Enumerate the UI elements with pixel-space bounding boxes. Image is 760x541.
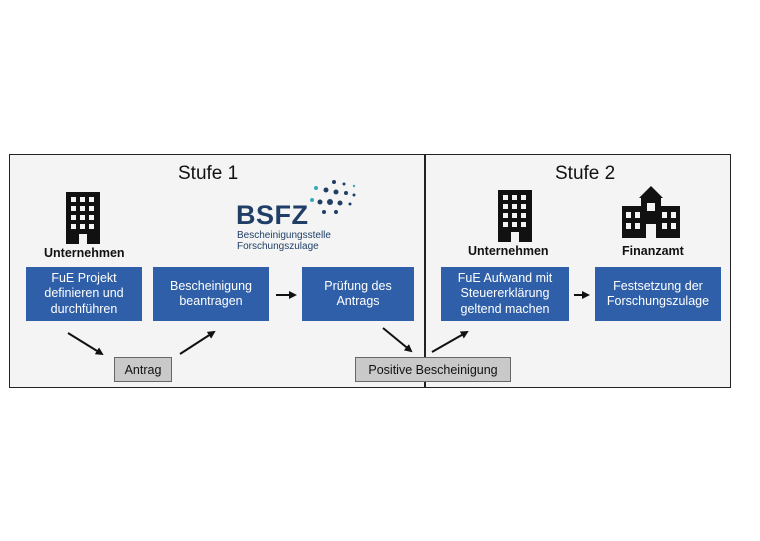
step-define-project-line2: definieren und: [44, 286, 124, 301]
step-set-allowance-line2: Forschungszulage: [606, 294, 710, 308]
stage-divider: [424, 154, 426, 388]
step-set-allowance-line1: Festsetzung der: [613, 278, 703, 293]
step-review-application: Prüfung des Antrags: [302, 267, 414, 321]
step-apply-certificate: Bescheinigung beantragen: [153, 267, 269, 321]
arrow-antrag-to-apply: [179, 330, 216, 355]
stage2-title: Stufe 2: [555, 163, 616, 184]
bsfz-subtitle-1: Bescheinigungsstelle: [237, 230, 331, 241]
arrow-project-to-antrag: [67, 332, 104, 356]
bsfz-subtitle-2: Forschungszulage: [237, 241, 319, 252]
government-building-icon: [622, 186, 680, 238]
stage1-title: Stufe 1: [178, 163, 239, 184]
tax-office-label: Finanzamt: [622, 244, 684, 258]
step-define-project-line3: durchführen: [50, 301, 118, 316]
positive-certificate-box: Positive Bescheinigung: [355, 357, 511, 382]
step-set-allowance: Festsetzung der Forschungszulage: [595, 267, 721, 321]
step-claim-expenses-line2: Steuererklärung: [460, 286, 550, 301]
step-define-project-line1: FuE Projekt: [51, 270, 117, 285]
company-label-stage1: Unternehmen: [44, 246, 125, 260]
step-review-application-line1: Prüfung des: [324, 278, 392, 293]
arrow-certificate-to-claim: [431, 331, 469, 353]
office-building-icon: [66, 192, 100, 244]
step-apply-certificate-line2: beantragen: [179, 294, 243, 308]
step-claim-expenses-line1: FuE Aufwand mit: [457, 270, 553, 285]
step-claim-expenses-line3: geltend machen: [460, 301, 550, 316]
bsfz-logo: BSFZ: [236, 200, 309, 230]
antrag-box: Antrag: [114, 357, 172, 382]
step-define-project: FuE Projekt definieren und durchführen: [26, 267, 142, 321]
step-review-application-line2: Antrags: [336, 294, 380, 308]
step-claim-expenses: FuE Aufwand mit Steuererklärung geltend …: [441, 267, 569, 321]
logo-dots-icon: [310, 180, 356, 214]
office-building-icon: [498, 190, 532, 242]
company-label-stage2: Unternehmen: [468, 244, 549, 258]
arrow-review-to-certificate: [382, 327, 413, 353]
step-apply-certificate-line1: Bescheinigung: [169, 278, 252, 293]
